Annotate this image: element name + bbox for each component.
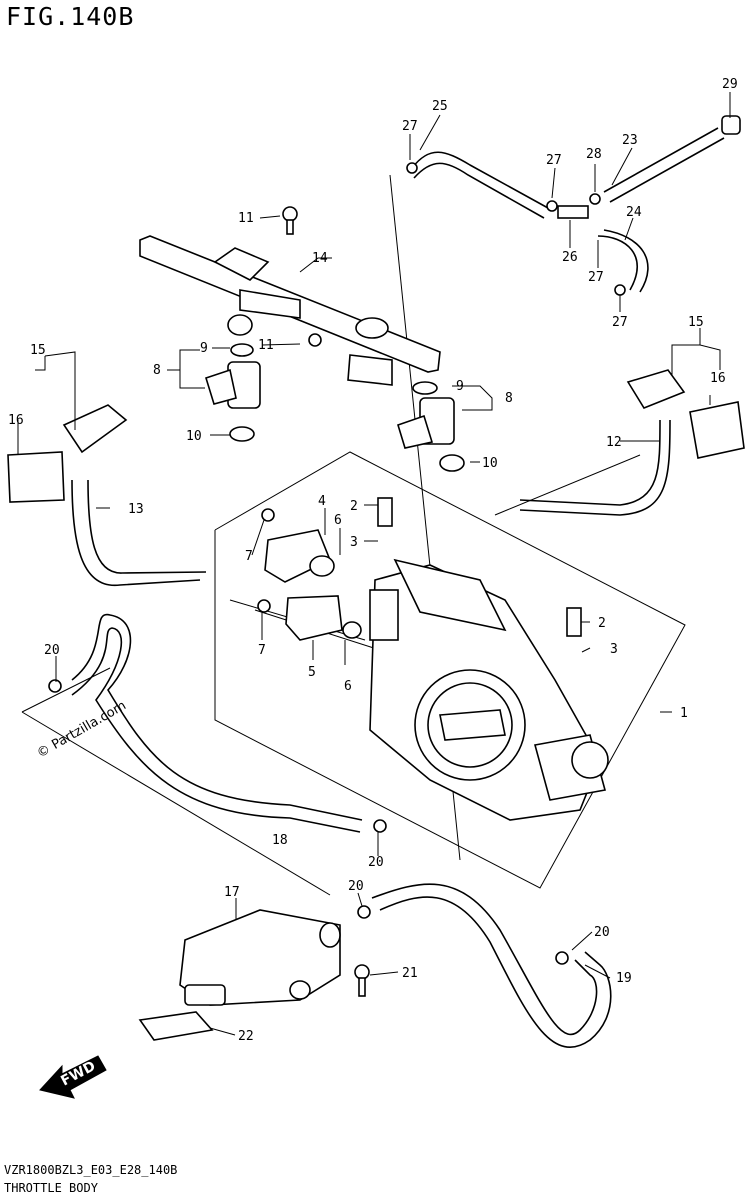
- callout-12: 12: [606, 435, 622, 450]
- callout-10: 10: [186, 429, 202, 444]
- idle-speed-sensor: [285, 595, 362, 641]
- callout-17: 17: [224, 885, 240, 900]
- callout-leaders: [17, 92, 731, 1036]
- callout-13: 13: [128, 502, 144, 517]
- callout-20: 20: [348, 879, 364, 894]
- callout-15: 15: [30, 343, 46, 358]
- throttle-position-sensor: [264, 529, 335, 583]
- callout-27: 27: [402, 119, 418, 134]
- callout-21: 21: [402, 966, 418, 981]
- callout-9: 9: [200, 341, 208, 356]
- callout-labels: 1 2 2 3 3 4 5 6 6 7 7 8 8 9 9 10 10 11 1…: [8, 77, 738, 1044]
- diagram-code: VZR1800BZL3_E03_E28_140B: [4, 1163, 178, 1177]
- fuel-injector-left: [205, 343, 261, 442]
- callout-8: 8: [153, 363, 161, 378]
- callout-16: 16: [710, 371, 726, 386]
- callout-1: 1: [680, 706, 688, 721]
- callout-20: 20: [594, 925, 610, 940]
- callout-27: 27: [612, 315, 628, 330]
- callout-27: 27: [546, 153, 562, 168]
- callout-20: 20: [44, 643, 60, 658]
- callout-19: 19: [616, 971, 632, 986]
- figure-title: FIG.140B: [6, 2, 135, 31]
- callout-5: 5: [308, 665, 316, 680]
- callout-28: 28: [586, 147, 602, 162]
- callout-27: 27: [588, 270, 604, 285]
- callout-3: 3: [350, 535, 358, 550]
- coolant-hoses: [71, 613, 612, 1048]
- forward-direction-arrow: FWD: [39, 1055, 107, 1099]
- callout-26: 26: [562, 250, 578, 265]
- hose-clamps: [48, 162, 626, 965]
- callout-22: 22: [238, 1029, 254, 1044]
- diagram-name: THROTTLE BODY: [4, 1181, 98, 1195]
- callout-15: 15: [688, 315, 704, 330]
- callout-2: 2: [598, 616, 606, 631]
- callout-7: 7: [245, 549, 253, 564]
- callout-7: 7: [258, 643, 266, 658]
- callout-8: 8: [505, 391, 513, 406]
- fuel-rail: [139, 235, 441, 386]
- fuel-injector-right: [397, 381, 465, 472]
- callout-18: 18: [272, 833, 288, 848]
- callout-2: 2: [350, 499, 358, 514]
- callout-11: 11: [238, 211, 254, 226]
- callout-3: 3: [610, 642, 618, 657]
- callout-24: 24: [626, 205, 642, 220]
- coolant-valve-assembly: [138, 909, 341, 1041]
- vacuum-hoses-top: [411, 115, 741, 293]
- callout-14: 14: [312, 251, 328, 266]
- callout-10: 10: [482, 456, 498, 471]
- callout-25: 25: [432, 99, 448, 114]
- callout-16: 16: [8, 413, 24, 428]
- callout-11: 11: [258, 338, 274, 353]
- callout-23: 23: [622, 133, 638, 148]
- callout-4: 4: [318, 494, 326, 509]
- sensor-left: [7, 404, 207, 586]
- callout-20: 20: [368, 855, 384, 870]
- callout-6: 6: [334, 513, 342, 528]
- throttle-body: [369, 558, 609, 821]
- callout-6: 6: [344, 679, 352, 694]
- sensor-right: [519, 369, 745, 516]
- callout-9: 9: [456, 379, 464, 394]
- watermark-text: © Partzilla.com: [35, 698, 129, 761]
- callout-29: 29: [722, 77, 738, 92]
